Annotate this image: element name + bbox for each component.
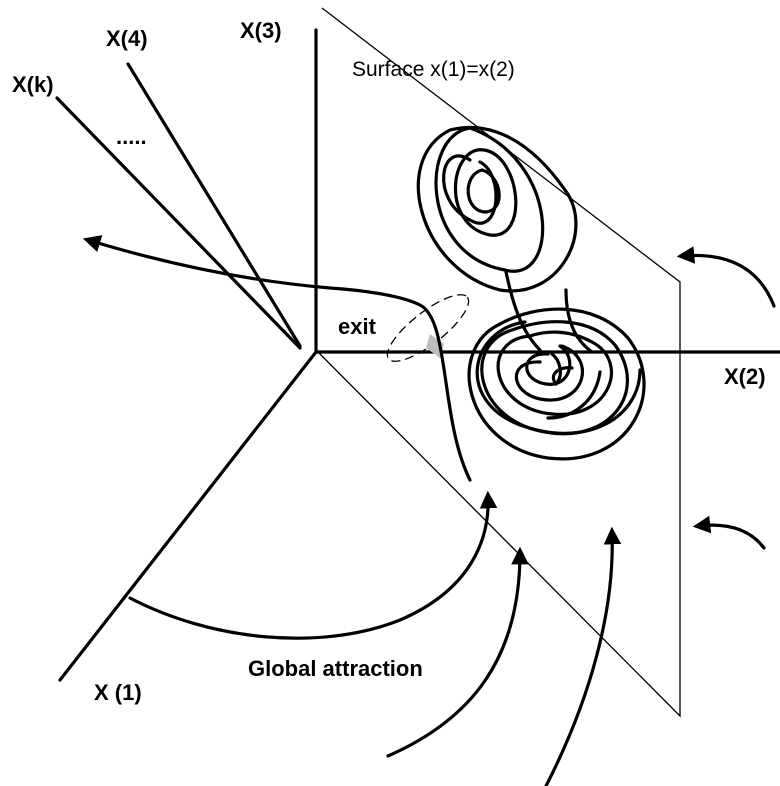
attractor-lower-lobe (467, 270, 646, 461)
label-surface: Surface x(1)=x(2) (352, 58, 515, 81)
label-x1: X (1) (94, 680, 142, 705)
axis-x1 (58, 350, 318, 682)
arrow-right-upper (676, 246, 776, 308)
incoming-arrows (128, 246, 776, 786)
exit-highlight (426, 334, 444, 358)
label-xk: X(k) (12, 72, 54, 97)
arrow-bottom-right (544, 526, 622, 786)
label-x3: X(3) (240, 18, 282, 43)
attractor-upper-lobe (416, 125, 578, 293)
arrow-right-lower (692, 515, 766, 550)
label-ellipsis: ..... (116, 124, 147, 149)
label-global-attraction: Global attraction (248, 656, 423, 681)
axis-x4 (126, 62, 302, 348)
axis-xk (55, 96, 302, 350)
arrow-from-x1 (128, 490, 498, 640)
exit-ellipse (386, 294, 470, 362)
exit-trajectory (82, 235, 472, 482)
label-x4: X(4) (106, 26, 148, 51)
label-exit: exit (338, 314, 377, 339)
label-x2: X(2) (724, 364, 766, 389)
arrow-bottom-left (386, 546, 529, 758)
